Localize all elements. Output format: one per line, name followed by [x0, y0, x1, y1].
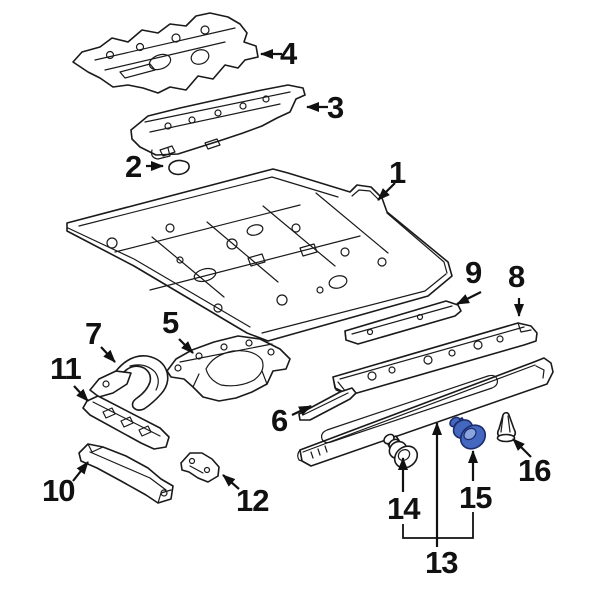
part-shape-6: [298, 387, 357, 421]
part-shape-7: [89, 354, 169, 411]
part-shape-10: [78, 443, 174, 504]
callout-4[interactable]: 4: [280, 36, 297, 71]
callout-14[interactable]: 14: [387, 491, 420, 526]
callout-10[interactable]: 10: [42, 473, 75, 508]
part-shape-11: [82, 395, 170, 450]
callout-12[interactable]: 12: [236, 483, 269, 518]
callout-8[interactable]: 8: [508, 259, 525, 294]
callout-9[interactable]: 9: [465, 255, 482, 290]
part-shape-3: [130, 84, 306, 160]
part-shape-13: [297, 357, 554, 467]
callout-arrows: [72, 49, 532, 547]
callout-15[interactable]: 15: [459, 480, 492, 515]
callout-2[interactable]: 2: [125, 149, 142, 184]
part-shape-5: [166, 335, 291, 402]
part-shape-8: [332, 322, 538, 396]
callout-11[interactable]: 11: [50, 351, 82, 386]
part-shape-2: [168, 159, 190, 176]
part-shape-12: [180, 452, 220, 483]
part-shape-9: [344, 300, 462, 345]
callout-7[interactable]: 7: [85, 316, 102, 351]
clip-16: [496, 411, 517, 443]
callout-6[interactable]: 6: [271, 403, 288, 438]
part-shape-4: [72, 12, 259, 94]
part-shape-1: [66, 168, 453, 342]
clip-15-highlighted[interactable]: [448, 415, 490, 453]
callout-3[interactable]: 3: [327, 90, 344, 125]
callout-1[interactable]: 1: [389, 155, 406, 190]
callout-5[interactable]: 5: [162, 305, 179, 340]
callout-16[interactable]: 16: [518, 453, 551, 488]
callout-13[interactable]: 13: [425, 545, 458, 580]
